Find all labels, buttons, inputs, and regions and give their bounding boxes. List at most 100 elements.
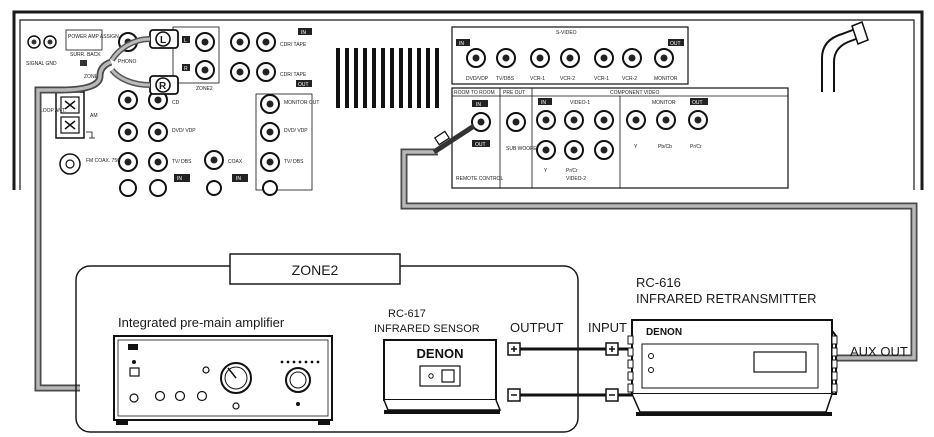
loop-ant-label: LOOP ANT. (40, 108, 66, 114)
power-cord (821, 21, 869, 92)
comp-in-badge: IN (541, 100, 546, 106)
rtr-in-badge: IN (476, 102, 481, 108)
s-video-jack-label: VCR-1 (530, 76, 545, 82)
pr-cr-label-2: Pr/Cr (690, 144, 702, 150)
s-video-jack-label: VCR-1 (594, 76, 609, 82)
vent-slot (354, 48, 358, 108)
power-amp-assign: POWER AMP ASSIGN SURR. BACK (65, 29, 119, 66)
indicator-dot (316, 360, 320, 364)
video1-label: VIDEO-1 (570, 100, 590, 106)
zone2-out-label: ZONE2 (196, 86, 213, 92)
s-video-jack-core (660, 54, 668, 62)
side-bump (627, 347, 634, 357)
s-video-jack-label: DVD/VDP (466, 76, 489, 82)
component-video-label: COMPONENT VIDEO (610, 90, 659, 96)
side-bump (627, 335, 634, 345)
retransmitter-brand: DENON (646, 327, 682, 338)
room-to-room-label: ROOM TO ROOM (454, 90, 495, 96)
remote-control-label: REMOTE CONTROL (456, 176, 503, 182)
cdr-tape-in-label: CDR/ TAPE (280, 42, 307, 48)
integrated-amplifier: Integrated pre-main amplifier (113, 315, 333, 425)
side-bump (627, 383, 634, 393)
retransmitter-model: RC-616 (636, 275, 681, 290)
pre-out-label: PRE OUT (503, 90, 525, 96)
side-bump (831, 371, 838, 381)
retransmitter-name: INFRARED RETRANSMITTER (636, 291, 817, 306)
signal-gnd-terminal: SIGNAL GND (26, 35, 57, 67)
s-video-label: S-VIDEO (556, 30, 577, 36)
cable-receiver-to-amplifier (34, 58, 113, 392)
dvd-vdp-label: DVD/ VDP (172, 128, 196, 134)
vent-slot (381, 48, 385, 108)
vent-slot (435, 48, 439, 108)
s-video-in-badge: IN (459, 41, 464, 47)
zone2-out-jacks: L R ZONE2 (172, 26, 220, 92)
side-bump (831, 347, 838, 357)
vent-slot (336, 48, 340, 108)
cable-retransmitter-to-receiver (400, 123, 918, 362)
indicator-dot (304, 360, 308, 364)
fm-coax-terminal: FM COAX. 75Ω (59, 153, 121, 175)
lower-right-block: ROOM TO ROOM PRE OUT COMPONENT VIDEO IN … (451, 87, 789, 189)
indicator-dot (286, 360, 290, 364)
dvd-vdp-r-label: DVD/ VDP (284, 128, 308, 134)
s-video-jack-label: TV/DBS (496, 76, 515, 82)
s-video-jack-core (566, 54, 574, 62)
zone2-rca-plugs: L R (109, 29, 179, 95)
s-video-jack-label: VCR-2 (622, 76, 637, 82)
comp-out-badge: OUT (692, 100, 703, 106)
infrared-sensor: RC-617 INFRARED SENSOR DENON OUTPUT (374, 308, 564, 414)
y-label-2: Y (634, 144, 638, 150)
side-bump (831, 335, 838, 345)
sensor-brand: DENON (417, 346, 464, 361)
side-bump (627, 371, 634, 381)
amplifier-label: Integrated pre-main amplifier (118, 315, 285, 330)
analog-jacks-middle: IN CDR/ TAPE CDR/ TAPE OUT MONITOR OUT D… (204, 28, 319, 196)
monitor-out-label: MONITOR OUT (284, 100, 319, 106)
s-video-jack-label: VCR-2 (560, 76, 575, 82)
receiver-rear-panel: SIGNAL GND POWER AMP ASSIGN SURR. BACK Z… (12, 10, 924, 197)
analog-jacks-left: PHONO CD DVD/ VDP TV/ DBS IN (118, 32, 196, 197)
indicator-dot (310, 360, 314, 364)
power-amp-assign-label: POWER AMP ASSIGN (68, 34, 119, 40)
vent-slot (390, 48, 394, 108)
sensor-name: INFRARED SENSOR (374, 323, 480, 335)
s-video-jack-label: MONITOR (654, 76, 678, 82)
aux-out-label: AUX OUT (850, 344, 908, 359)
sensor-output-label: OUTPUT (510, 320, 564, 335)
indicator-dot (292, 360, 296, 364)
cdr-tape-out-label: CDR/ TAPE (280, 72, 307, 78)
r-badge: R (184, 66, 188, 72)
plug-l-letter: L (160, 35, 166, 46)
vent-slot (372, 48, 376, 108)
surr-back-label: SURR. BACK (70, 52, 101, 58)
vent-slot (345, 48, 349, 108)
sensor-to-retransmitter-wires (520, 347, 632, 397)
signal-gnd-label: SIGNAL GND (26, 61, 57, 67)
pr-cr-label-1: Pr/Cr (566, 168, 578, 174)
pb-cb-label: Pb/Cb (658, 144, 672, 150)
s-video-out-badge: OUT (670, 41, 681, 47)
in-badge-mid: IN (301, 30, 306, 36)
retransmitter-input-label: INPUT (588, 320, 627, 335)
zone2-panel-label: ZONE2 (84, 74, 101, 80)
tv-dbs-r-label: TV/ DBS (284, 159, 304, 165)
side-bump (831, 383, 838, 393)
infrared-retransmitter: RC-616 INFRARED RETRANSMITTER INPUT DENO… (588, 275, 908, 416)
s-video-jack-core (536, 54, 544, 62)
l-badge: L (184, 38, 187, 44)
vent-slot (408, 48, 412, 108)
vent-slot (363, 48, 367, 108)
cd-label: CD (172, 100, 180, 106)
plug-r-letter: R (159, 81, 167, 92)
phono-label: PHONO (118, 59, 136, 65)
in-badge-left: IN (177, 176, 182, 182)
vent-slot (399, 48, 403, 108)
indicator-dot (298, 360, 302, 364)
s-video-jack-core (600, 54, 608, 62)
sub-woofer-label: SUB WOOFER (506, 146, 541, 152)
zone2-group: ZONE2 (75, 253, 579, 433)
vent-slot (426, 48, 430, 108)
tv-dbs-label: TV/ DBS (172, 159, 192, 165)
